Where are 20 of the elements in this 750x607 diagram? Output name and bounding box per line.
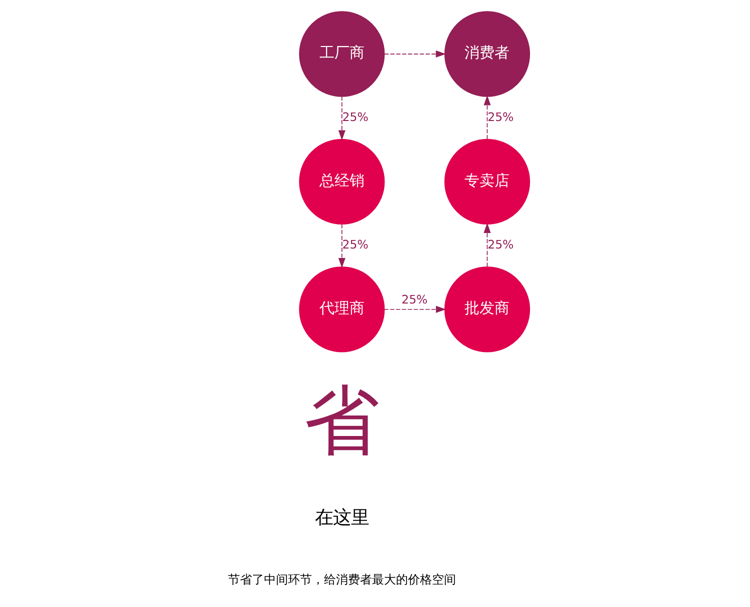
edge-label: 25% — [487, 110, 514, 124]
edge-label: 25% — [342, 238, 368, 252]
label: 在这里 — [314, 508, 368, 529]
node-circle: 工厂商 — [298, 11, 384, 97]
arrow — [384, 50, 446, 58]
label: 节省了中间环节，给消费者最大的价格空间 — [227, 572, 456, 586]
node-circle: 代理商 — [298, 266, 384, 352]
edge-label: 25% — [342, 110, 368, 124]
arrow — [383, 306, 446, 313]
arrow — [483, 95, 490, 140]
edge-label: 25% — [487, 238, 514, 252]
node-circle: 专卖店 — [444, 138, 530, 225]
arrow — [338, 96, 345, 140]
node-circle: 批发商 — [444, 266, 530, 352]
node-circle: 消费者 — [444, 11, 530, 97]
arrow — [483, 222, 490, 268]
edge-label: 25% — [400, 292, 428, 307]
arrow — [338, 224, 345, 268]
node-circle: 总经销 — [298, 138, 384, 225]
label: 省 — [303, 376, 380, 465]
